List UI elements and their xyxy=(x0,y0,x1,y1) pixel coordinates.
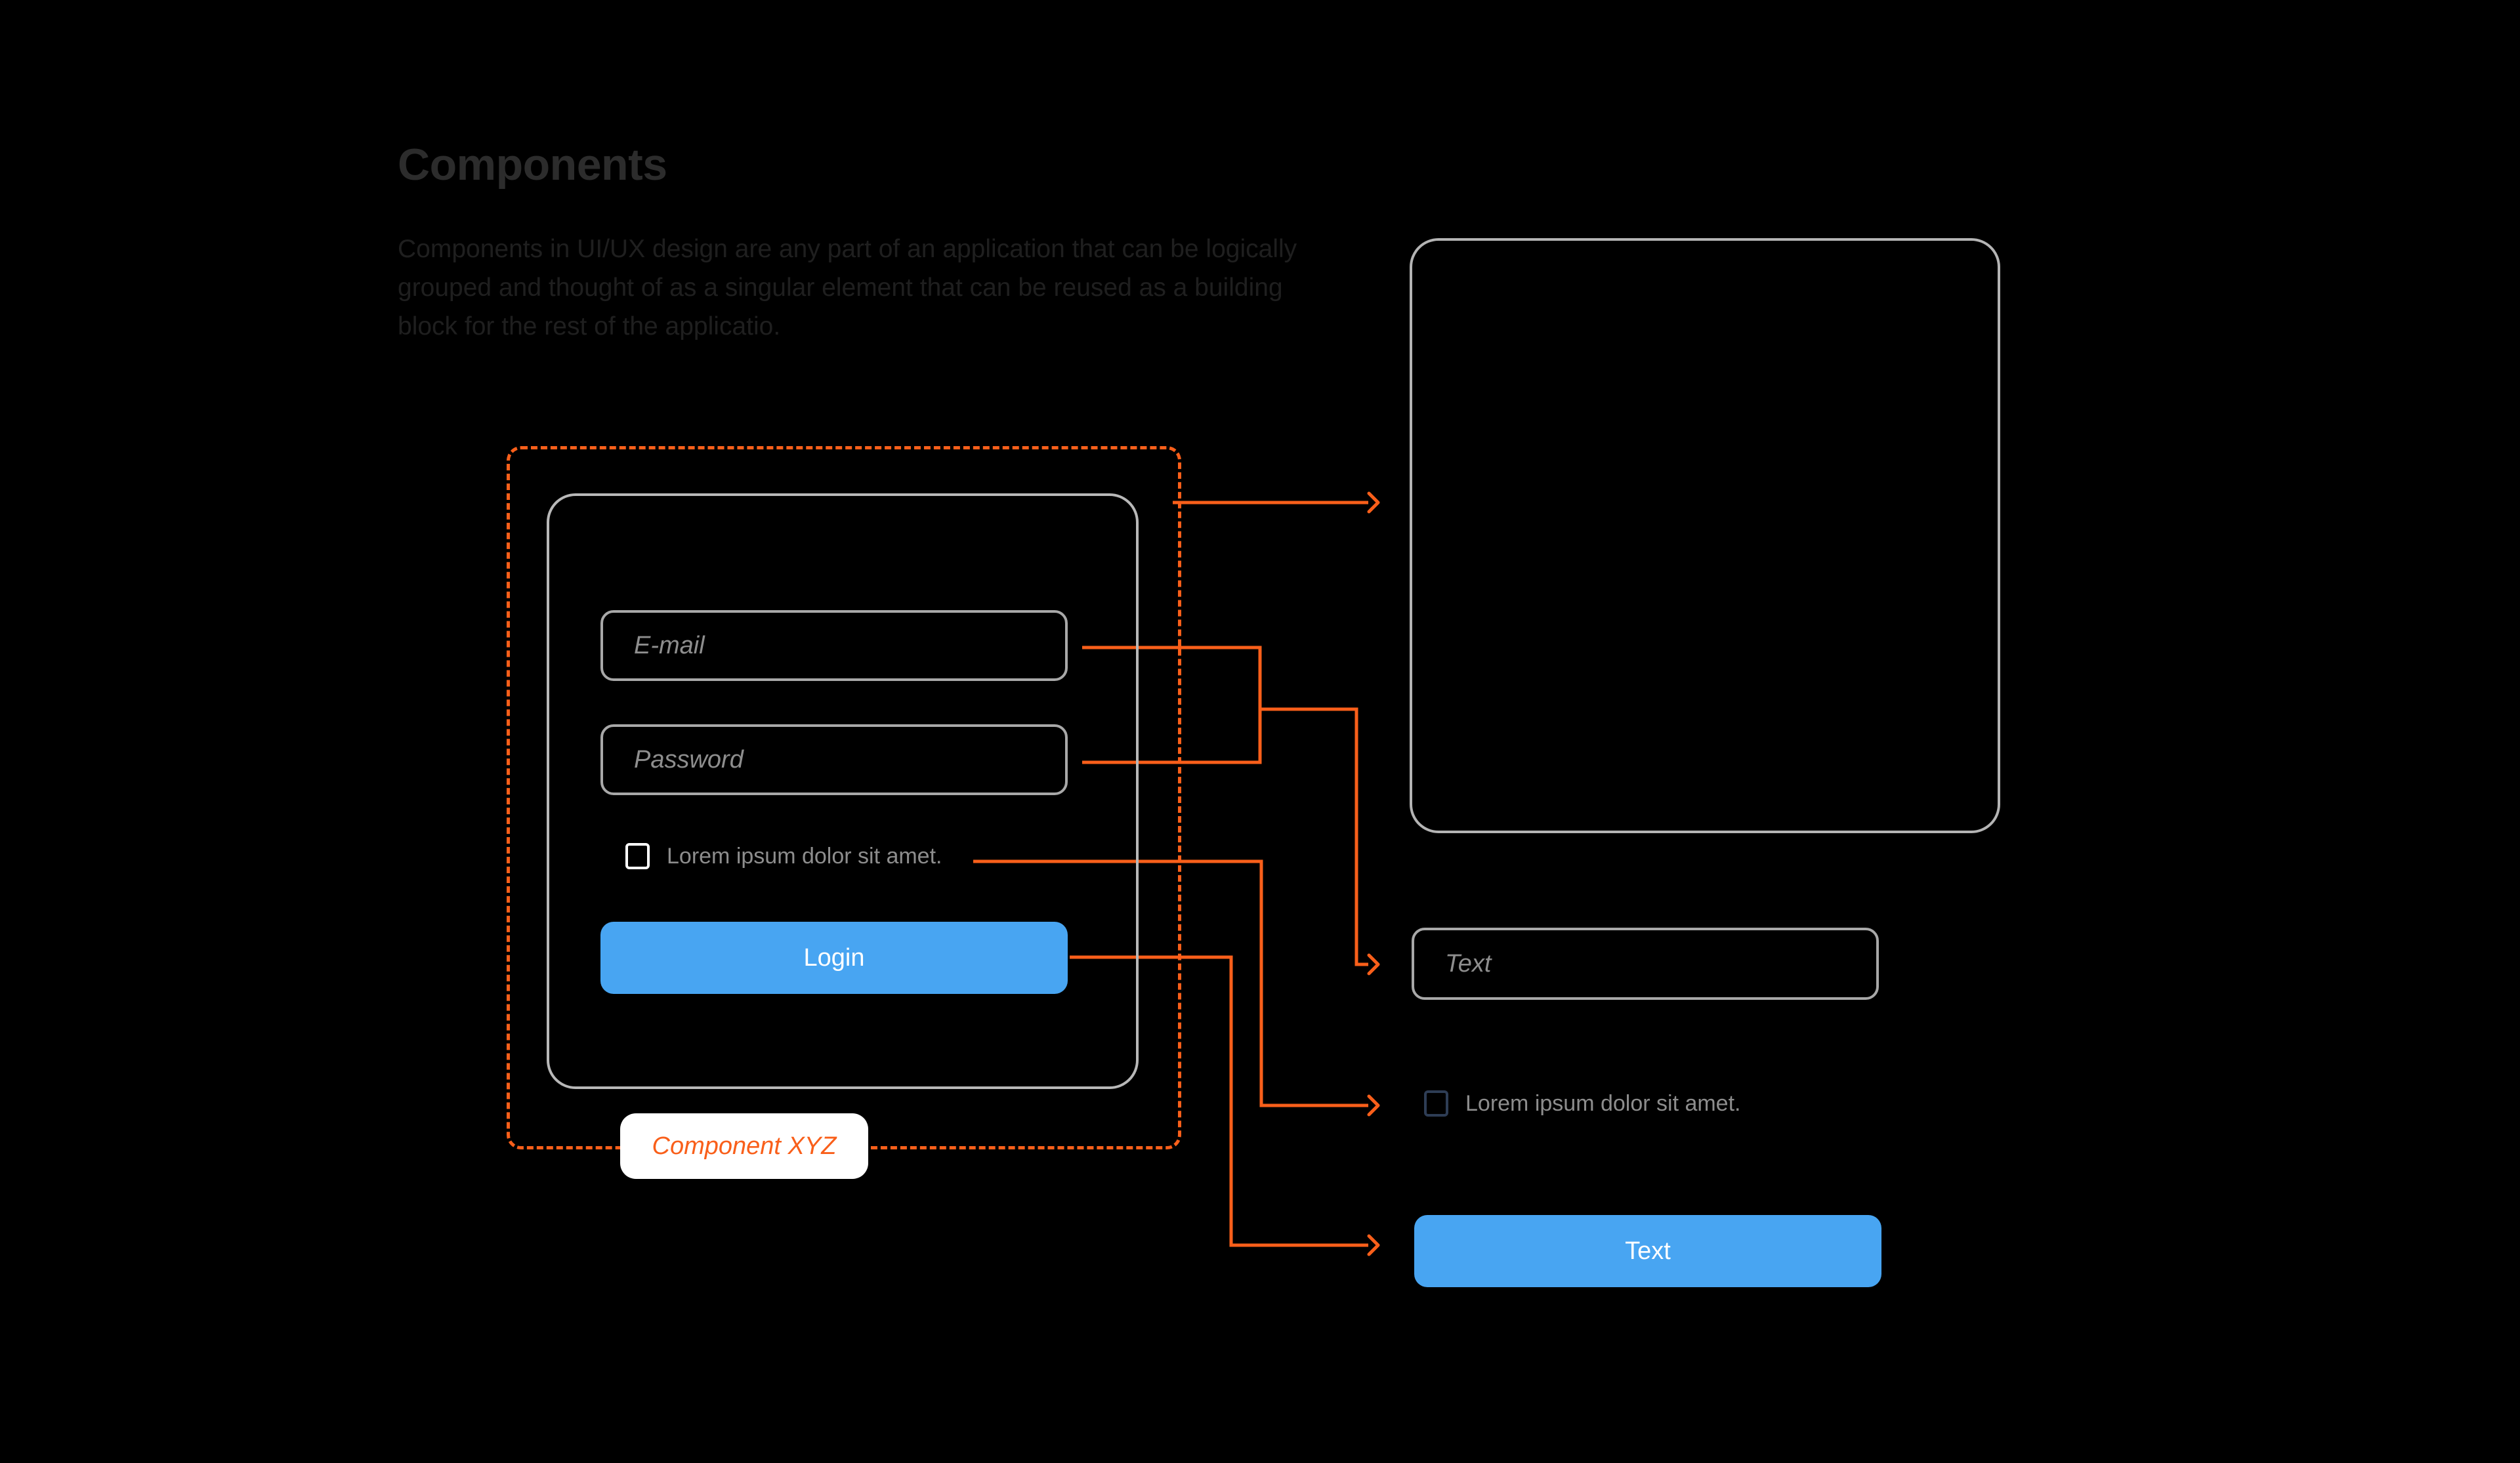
text-input[interactable]: Text xyxy=(1412,928,1879,1000)
text-button[interactable]: Text xyxy=(1414,1215,1881,1287)
login-button[interactable]: Login xyxy=(600,922,1068,994)
card-checkbox-row[interactable]: Lorem ipsum dolor sit amet. xyxy=(625,843,942,869)
checkbox-icon[interactable] xyxy=(625,843,650,869)
target-checkbox-row[interactable]: Lorem ipsum dolor sit amet. xyxy=(1424,1090,1741,1117)
connector-card-to-card xyxy=(1173,493,1378,512)
page-title: Components xyxy=(398,140,667,190)
login-card xyxy=(547,493,1139,1089)
card-checkbox-label: Lorem ipsum dolor sit amet. xyxy=(667,843,942,869)
email-field[interactable]: E-mail xyxy=(600,610,1068,681)
target-checkbox-label: Lorem ipsum dolor sit amet. xyxy=(1465,1090,1741,1116)
component-tag: Component XYZ xyxy=(620,1113,868,1179)
page-description: Components in UI/UX design are any part … xyxy=(398,235,1297,340)
checkbox-icon[interactable] xyxy=(1424,1090,1448,1117)
empty-card xyxy=(1410,238,2000,833)
password-field[interactable]: Password xyxy=(600,724,1068,795)
